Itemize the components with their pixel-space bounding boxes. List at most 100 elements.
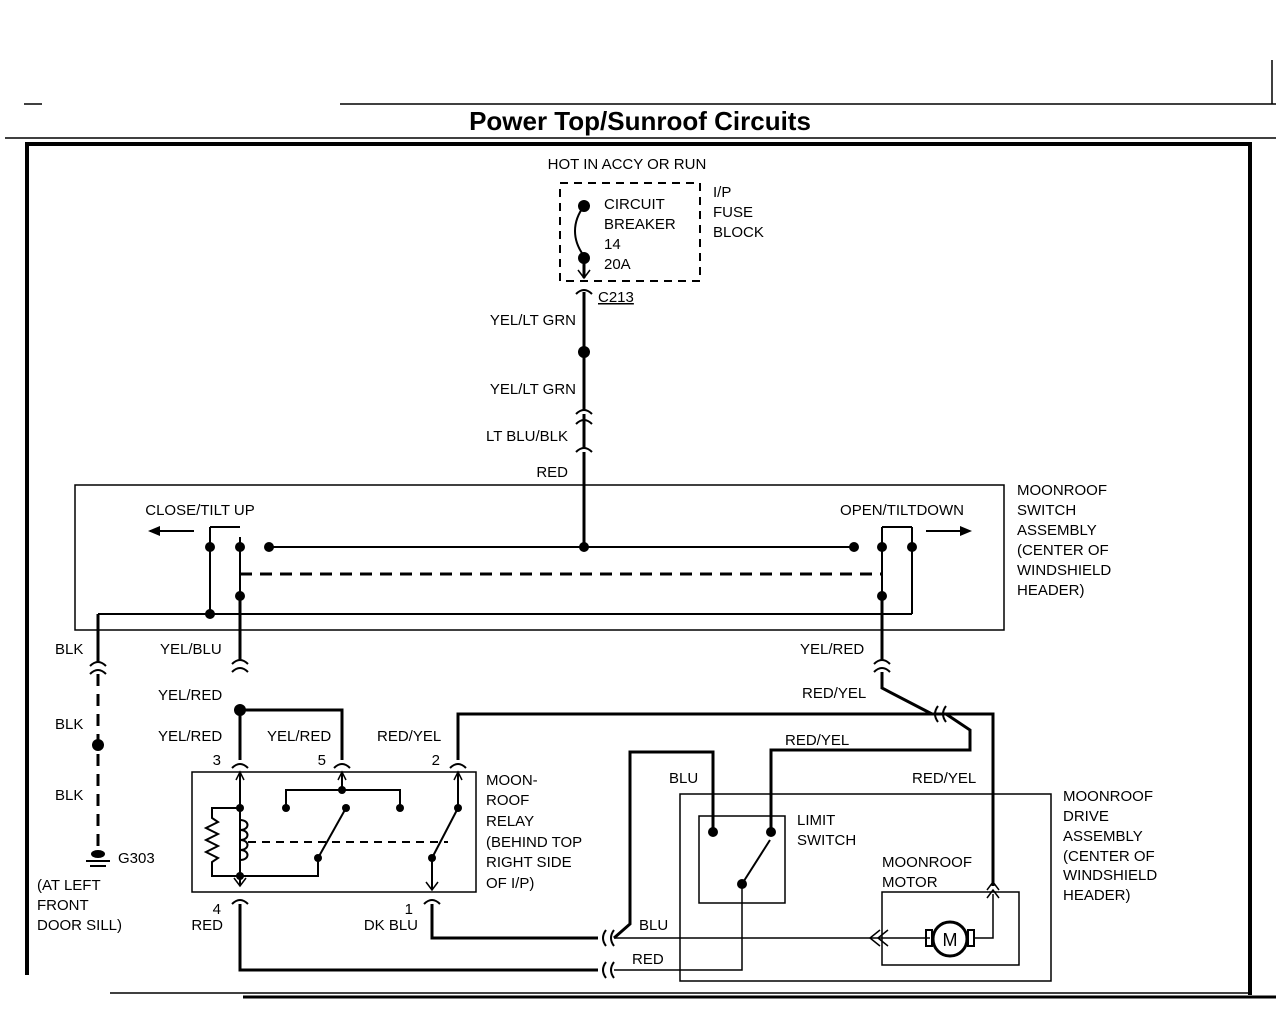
inline-connector-3 xyxy=(575,447,593,453)
drive-label-3: ASSEMBLY xyxy=(1063,828,1143,845)
wire-label-blu-a: BLU xyxy=(669,770,698,787)
hot-label: HOT IN ACCY OR RUN xyxy=(548,156,707,173)
breaker-line-2: BREAKER xyxy=(604,216,676,233)
fuse-block-outline xyxy=(559,182,701,282)
switch-label-3: ASSEMBLY xyxy=(1017,522,1097,539)
motor-box xyxy=(881,891,1020,966)
limit-switch-box xyxy=(698,815,786,904)
ground-location-3: DOOR SILL) xyxy=(37,917,122,934)
relay-label-3: RELAY xyxy=(486,813,534,830)
relay-switch-a-lead xyxy=(240,858,319,877)
blu-connector-b xyxy=(610,929,615,947)
relay-contact-left xyxy=(282,804,290,812)
ground-location-1: (AT LEFT xyxy=(37,877,101,894)
motor-arrow-b xyxy=(986,888,1000,899)
wire-label-blk-1: BLK xyxy=(55,641,83,658)
switch-label-2: SWITCH xyxy=(1017,502,1076,519)
relay-pin-1-arrow xyxy=(425,881,439,892)
motor-brush-right xyxy=(967,929,975,947)
ground-location-2: FRONT xyxy=(37,897,89,914)
wire-label-red-yel-a: RED/YEL xyxy=(802,685,866,702)
relay-resistor xyxy=(203,807,240,877)
drive-assembly-box xyxy=(679,793,1052,982)
yel-blu-connector-top xyxy=(231,659,249,665)
yel-blu-connector-bottom xyxy=(231,667,249,673)
relay-label-5: RIGHT SIDE xyxy=(486,854,572,871)
connector-c213-symbol xyxy=(575,289,593,295)
red-yel-wire-diagonal xyxy=(880,672,933,716)
wire-label-lt-blu-blk: LT BLU/BLK xyxy=(486,428,568,445)
yel-red-right-connector-bottom xyxy=(873,667,891,673)
motor-arrow-a xyxy=(986,880,1000,891)
relay-label-6: OF I/P) xyxy=(486,875,534,892)
open-arrow-icon xyxy=(960,526,972,536)
ground-connector-bottom xyxy=(89,669,107,675)
wire-label-red-yel-c: RED/YEL xyxy=(377,728,441,745)
relay-pin-4-arrow xyxy=(233,877,247,888)
relay-pin-3-connector xyxy=(231,763,249,769)
red-yel-wire-limit xyxy=(769,712,972,832)
page-title: Power Top/Sunroof Circuits xyxy=(469,106,811,136)
red-connector-b xyxy=(610,961,615,979)
switch-label-6: HEADER) xyxy=(1017,582,1085,599)
close-arrow-icon xyxy=(148,526,160,536)
limit-switch-label-2: SWITCH xyxy=(797,832,856,849)
relay-switch-b-blade xyxy=(431,807,459,859)
ground-id: G303 xyxy=(118,850,155,867)
red-yel-wire-relay xyxy=(456,712,995,886)
fuse-block-line-1: I/P xyxy=(713,184,731,201)
relay-pin-1-connector xyxy=(423,899,441,905)
drive-label-5: WINDSHIELD xyxy=(1063,867,1157,884)
ground-connector-top xyxy=(89,661,107,667)
switch-contact-right xyxy=(849,542,859,552)
ground-terminal-icon xyxy=(91,850,105,858)
switch-label-4: (CENTER OF xyxy=(1017,542,1109,559)
open-tilt-down-label: OPEN/TILTDOWN xyxy=(840,502,964,519)
relay-pin-4: 4 xyxy=(213,901,221,918)
wire-label-blk-3: BLK xyxy=(55,787,83,804)
wire-label-yel-red-a: YEL/RED xyxy=(158,687,222,704)
drive-label-4: (CENTER OF xyxy=(1063,848,1155,865)
splice-main xyxy=(578,346,590,358)
red-connector-a xyxy=(602,961,607,979)
red-wire-limit xyxy=(614,884,743,971)
ground-splice xyxy=(92,739,104,751)
wire-label-red-yel-b: RED/YEL xyxy=(785,732,849,749)
relay-pin-5: 5 xyxy=(318,752,326,769)
drive-label-6: HEADER) xyxy=(1063,887,1131,904)
limit-switch-contact-left xyxy=(708,827,718,837)
wire-label-yel-blu: YEL/BLU xyxy=(160,641,222,658)
wire-label-yel-red-d: YEL/RED xyxy=(800,641,864,658)
breaker-arrow xyxy=(577,269,591,280)
wire-label-red-feed: RED xyxy=(536,464,568,481)
relay-pin-3: 3 xyxy=(213,752,221,769)
breaker-line-4: 20A xyxy=(604,256,631,273)
red-wire-bottom xyxy=(238,904,598,972)
switch-label-5: WINDSHIELD xyxy=(1017,562,1111,579)
connector-c213-label: C213 xyxy=(598,289,634,306)
wire-label-blu-b: BLU xyxy=(639,917,668,934)
drive-label-2: DRIVE xyxy=(1063,808,1109,825)
relay-contact-right xyxy=(396,804,404,812)
wire-label-red-bottom: RED xyxy=(632,951,664,968)
relay-switch-a-contact xyxy=(342,804,350,812)
wire-label-blk-2: BLK xyxy=(55,716,83,733)
motor-connector-a xyxy=(868,929,881,947)
dk-blu-wire-bottom xyxy=(430,904,598,940)
limit-switch-contact-right xyxy=(766,827,776,837)
breaker-symbol xyxy=(574,205,585,257)
relay-box xyxy=(191,771,477,893)
relay-pin-2-connector xyxy=(449,763,467,769)
fuse-block-line-3: BLOCK xyxy=(713,224,764,241)
motor-lead-right xyxy=(974,894,994,939)
relay-label-2: ROOF xyxy=(486,792,529,809)
relay-pin-4-connector xyxy=(231,899,249,905)
breaker-line-1: CIRCUIT xyxy=(604,196,665,213)
close-tilt-up-label: CLOSE/TILT UP xyxy=(145,502,254,519)
relay-pin-5-connector xyxy=(333,763,351,769)
motor-label-1: MOONROOF xyxy=(882,854,972,871)
relay-contact-bar xyxy=(285,789,401,808)
wire-label-red-yel-d: RED/YEL xyxy=(912,770,976,787)
relay-label-4: (BEHIND TOP xyxy=(486,834,582,851)
